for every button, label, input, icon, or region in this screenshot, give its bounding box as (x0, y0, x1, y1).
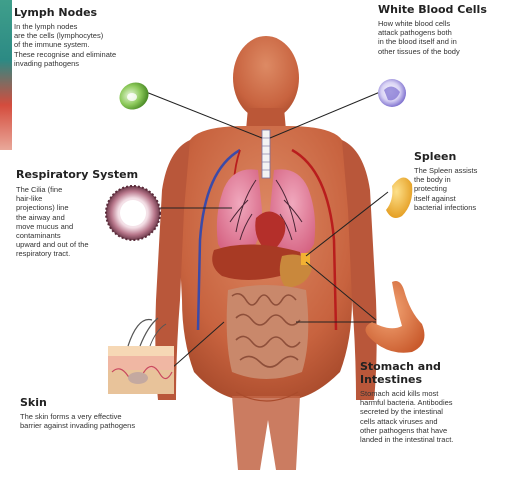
stomach-intestines-text: Stomach acid kills most harmful bacteria… (360, 389, 510, 444)
label-spleen: Spleen The Spleen assists the body in pr… (414, 150, 510, 212)
skin-text: The skin forms a very effective barrier … (20, 412, 210, 430)
label-stomach-intestines: Stomach and Intestines Stomach acid kill… (360, 360, 510, 444)
white-blood-cells-text: How white blood cells attack pathogens b… (378, 19, 510, 56)
label-skin: Skin The skin forms a very effective bar… (20, 396, 210, 430)
spleen-text: The Spleen assists the body in protectin… (414, 166, 510, 212)
white-blood-cells-title: White Blood Cells (378, 3, 510, 16)
intestines (227, 285, 309, 379)
label-respiratory-text-block: The Cilia (fine hair-like projections) l… (16, 182, 116, 259)
white-blood-cell (378, 79, 406, 107)
stomach-intestines-title: Stomach and Intestines (360, 360, 510, 386)
label-respiratory-system: Respiratory System (16, 168, 146, 181)
label-lymph-nodes: Lymph Nodes In the lymph nodes are the c… (14, 6, 184, 68)
lymph-nodes-title: Lymph Nodes (14, 6, 184, 19)
spleen-marker (301, 253, 310, 265)
skin-title: Skin (20, 396, 210, 409)
spleen-organ (386, 177, 412, 218)
lymph-nodes-text: In the lymph nodes are the cells (lympho… (14, 22, 184, 68)
respiratory-system-title: Respiratory System (16, 168, 146, 181)
lymph-node-cell (115, 77, 154, 115)
respiratory-system-text: The Cilia (fine hair-like projections) l… (16, 185, 116, 259)
trachea (262, 130, 270, 178)
spleen-title: Spleen (414, 150, 510, 163)
label-white-blood-cells: White Blood Cells How white blood cells … (378, 3, 510, 56)
